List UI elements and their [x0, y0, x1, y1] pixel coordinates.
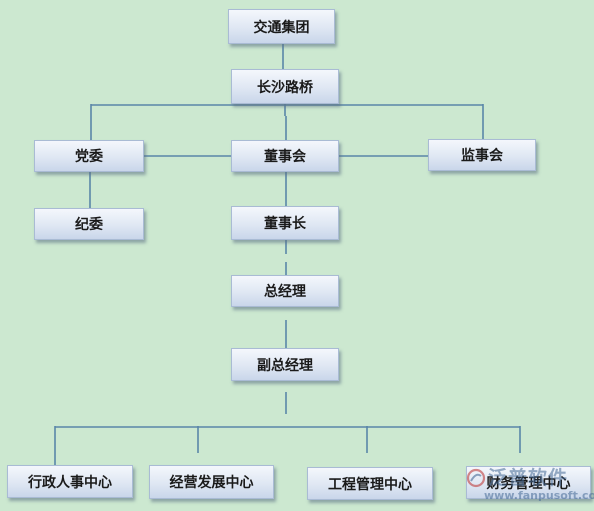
- node-finance-center: 财务管理中心: [466, 466, 591, 499]
- node-supervisory-board: 监事会: [428, 139, 536, 171]
- node-discipline-committee: 纪委: [34, 208, 144, 240]
- node-group: 交通集团: [228, 9, 335, 44]
- node-deputy-general-manager: 副总经理: [231, 348, 339, 381]
- node-chairman: 董事长: [231, 206, 339, 240]
- node-changsha-bridge: 长沙路桥: [231, 69, 339, 104]
- node-general-manager: 总经理: [231, 275, 339, 307]
- node-business-dev-center: 经营发展中心: [149, 465, 274, 499]
- node-engineering-center: 工程管理中心: [307, 467, 433, 500]
- node-party-committee: 党委: [34, 140, 144, 172]
- node-admin-hr-center: 行政人事中心: [7, 465, 133, 498]
- node-board-of-directors: 董事会: [231, 140, 339, 172]
